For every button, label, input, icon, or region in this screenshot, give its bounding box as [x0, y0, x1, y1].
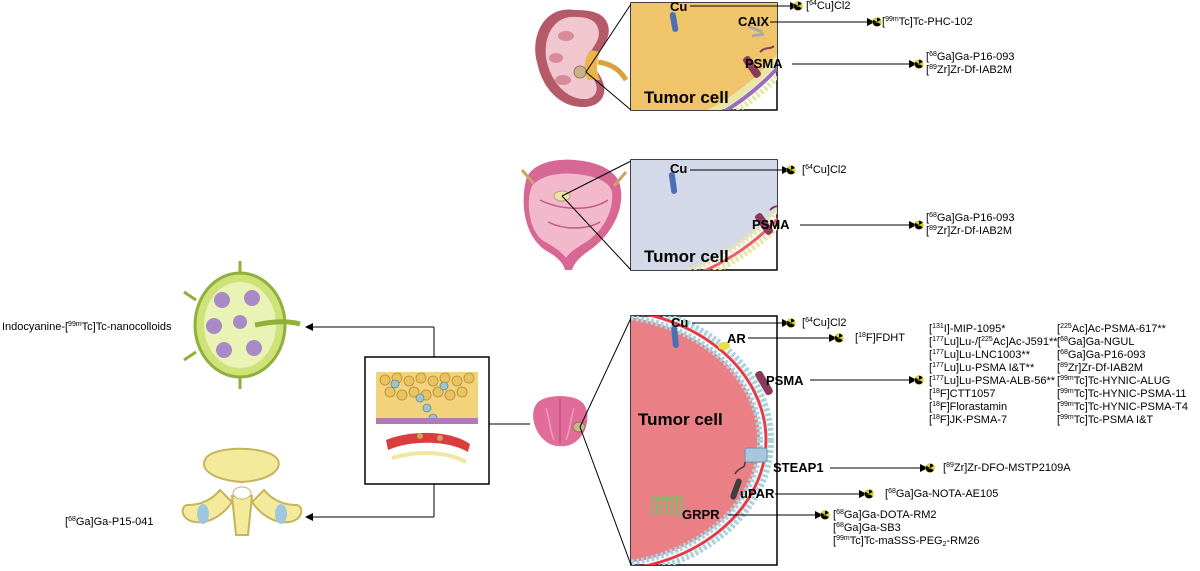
tracer-item: [99mTc]Tc-HYNIC-PSMA-T4 [1057, 401, 1188, 413]
vertebra-icon [181, 447, 303, 536]
tracer-item: [18F]JK-PSMA-7 [929, 414, 1008, 426]
tracer-item: [99mTc]Tc-maSSS-PEG2-RM26 [833, 535, 980, 548]
prostate-tumor-cell-label: Tumor cell [638, 410, 723, 429]
prostate-grpr-tracers: [68Ga]Ga-DOTA-RM2[68Ga]Ga-SB3[99mTc]Tc-m… [833, 509, 980, 548]
bladder-psma-label: PSMA [752, 217, 790, 232]
bladder-tumor-cell-label: Tumor cell [644, 247, 729, 266]
tracer-item: [68Ga]Ga-P16-093 [1057, 349, 1146, 361]
prostate-cu-label: Cu [671, 315, 689, 330]
tracer-item: [99mTc]Tc-PSMA I&T [1057, 414, 1154, 426]
bladder-cell-panel [631, 160, 777, 270]
kidney-psma-label: PSMA [745, 56, 783, 71]
lymph-node-tracer: Indocyanine-[99mTc]Tc-nanocolloids [2, 321, 172, 333]
kidney-psma-tracer-2: [89Zr]Zr-Df-IAB2M [926, 64, 1013, 76]
prostate-steap1-tracer: [89Zr]Zr-DFO-MSTP2109A [943, 462, 1071, 474]
kidney-cell-panel [631, 3, 777, 110]
prostate-psma-tracers-col1: [131I]-MIP-1095*[177Lu]Lu-/[225Ac]Ac-J59… [929, 323, 1058, 427]
tracer-item: [177Lu]Lu-LNC1003** [929, 349, 1030, 361]
tracer-item: [18F]Florastamin [929, 401, 1008, 413]
bladder-icon [520, 159, 628, 270]
prostate-upar-label: uPAR [740, 486, 775, 501]
bladder-cu-label: Cu [670, 161, 688, 176]
kidney-psma-tracer-1: [68Ga]Ga-P16-093 [926, 51, 1015, 63]
lymph-node-icon [183, 261, 301, 389]
radiation-icon [872, 17, 882, 27]
radiation-icon [786, 318, 796, 328]
prostate-steap1-label: STEAP1 [773, 460, 824, 475]
prostate-psma-label: PSMA [766, 373, 804, 388]
radiation-icon [820, 510, 830, 520]
prostate-upar-tracer: [68Ga]Ga-NOTA-AE105 [885, 488, 999, 500]
kidney-caix-tracer: [99mTc]Tc-PHC-102 [882, 16, 973, 28]
tracer-item: [68Ga]Ga-SB3 [833, 522, 901, 534]
tracer-item: [68Ga]Ga-NGUL [1057, 336, 1135, 348]
tracer-item: [99mTc]Tc-HYNIC-PSMA-11 [1057, 388, 1187, 400]
tissue-metastasis-icon [376, 372, 478, 464]
kidney-cu-tracer: [64Cu]Cl2 [806, 0, 851, 12]
tracer-item: [177Lu]Lu-PSMA-ALB-56** [929, 375, 1056, 387]
kidney-tumor-cell-label: Tumor cell [644, 88, 729, 107]
bladder-psma-tracer-1: [68Ga]Ga-P16-093 [926, 212, 1015, 224]
tracer-item: [177Lu]Lu-/[225Ac]Ac-J591** [929, 336, 1058, 348]
radiation-icon [786, 165, 796, 175]
prostate-cell-panel [631, 316, 774, 565]
tracer-item: [99mTc]Tc-HYNIC-ALUG [1057, 375, 1171, 387]
tracer-item: [89Zr]Zr-Df-IAB2M [1057, 362, 1144, 374]
tracer-item: [177Lu]Lu-PSMA I&T** [929, 362, 1035, 374]
prostate-ar-tracer: [18F]FDHT [855, 332, 905, 344]
radiation-icon [914, 59, 924, 69]
tracer-item: [225Ac]Ac-PSMA-617** [1057, 323, 1166, 335]
kidney-cu-label: Cu [670, 0, 688, 14]
radiation-icon [914, 220, 924, 230]
radiation-icon [834, 333, 844, 343]
prostate-grpr-label: GRPR [682, 507, 720, 522]
prostate-icon [533, 396, 588, 447]
tracer-item: [18F]CTT1057 [929, 388, 996, 400]
kidney-icon [535, 9, 629, 108]
tracer-item: [68Ga]Ga-DOTA-RM2 [833, 509, 937, 521]
prostate-psma-tracers-col2: [225Ac]Ac-PSMA-617**[68Ga]Ga-NGUL[68Ga]G… [1057, 323, 1188, 427]
bladder-psma-tracer-2: [89Zr]Zr-Df-IAB2M [926, 225, 1013, 237]
kidney-caix-label: CAIX [738, 14, 770, 29]
radiation-icon [864, 489, 874, 499]
tracer-item: [131I]-MIP-1095* [929, 323, 1006, 335]
radiation-icon [793, 1, 803, 11]
radiation-icon [914, 375, 924, 385]
prostate-ar-label: AR [727, 331, 746, 346]
bone-tracer: [68Ga]Ga-P15-041 [65, 516, 154, 528]
prostate-cu-tracer: [64Cu]Cl2 [802, 317, 847, 329]
radiation-icon [925, 463, 935, 473]
bladder-cu-tracer: [64Cu]Cl2 [802, 164, 847, 176]
